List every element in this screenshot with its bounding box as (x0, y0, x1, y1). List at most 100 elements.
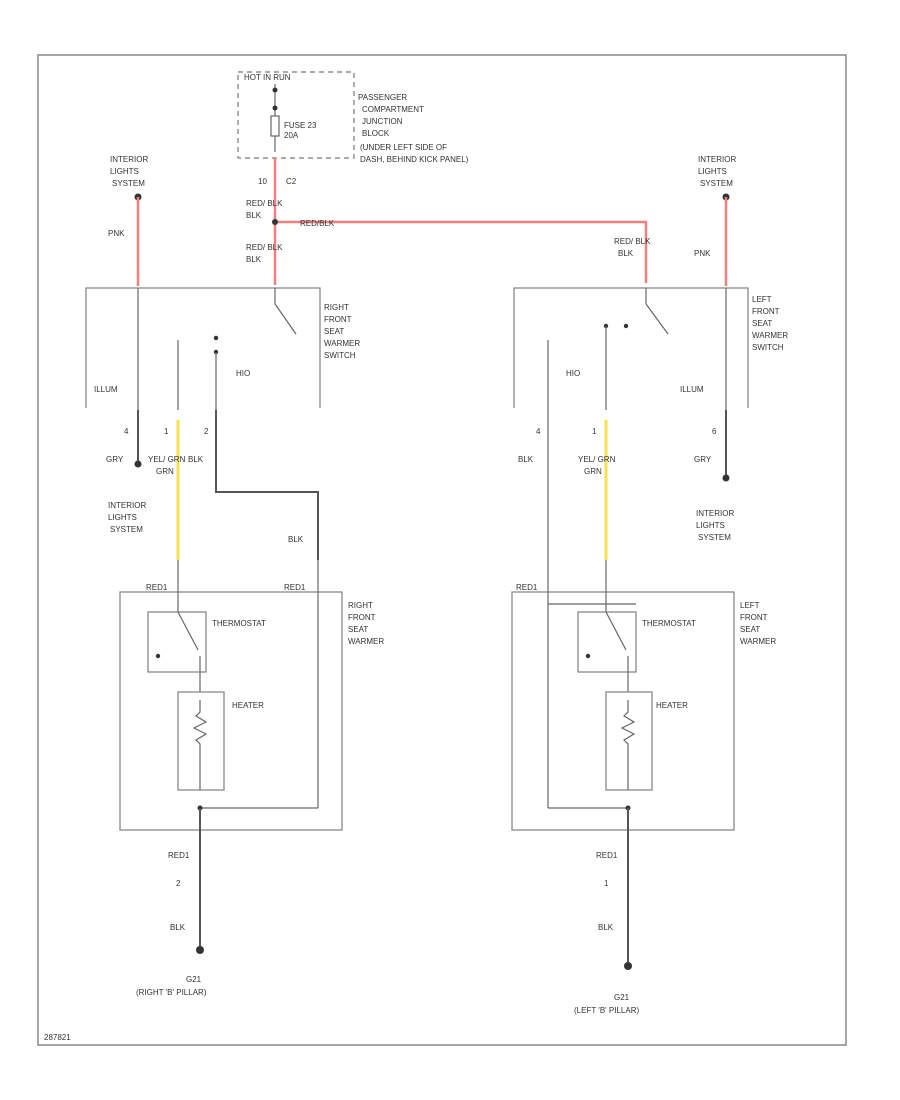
right-switch-name-1: RIGHT (324, 303, 349, 312)
left-pnk-label: PNK (694, 249, 711, 258)
fuse-block-desc-6: DASH, BEHIND KICK PANEL) (360, 155, 469, 164)
right-gry-label: GRY (106, 455, 124, 464)
left-gry-terminal (722, 474, 730, 482)
left-lights-top-1: INTERIOR (698, 155, 736, 164)
left-switch-blade (645, 303, 669, 335)
right-switch-hi-label: HIO (236, 369, 250, 378)
left-switch-pin-3: 6 (712, 427, 717, 436)
right-warmer-conn2: RED1 (284, 583, 306, 592)
right-lights-top-2: LIGHTS (110, 167, 139, 176)
right-heater-element (192, 700, 208, 790)
feed-wires: RED/ BLK BLK RED/BLK RED/ BLK BLK (246, 158, 648, 285)
left-switch-name-4: WARMER (752, 331, 788, 340)
right-pnk-label: PNK (108, 229, 125, 238)
left-thermostat-box (577, 611, 637, 673)
right-warmer-name-4: WARMER (348, 637, 384, 646)
left-switch-contact-hi (623, 323, 629, 329)
right-blk2-label: BLK (288, 535, 304, 544)
right-thermostat-contact (155, 653, 161, 659)
fuse-block-desc-4: BLOCK (362, 129, 390, 138)
right-switch-name-2: FRONT (324, 315, 352, 324)
right-thermostat-box (147, 611, 207, 673)
red-blk-wire-splice-to-left (275, 220, 648, 283)
right-lights-bottom-3: SYSTEM (110, 525, 143, 534)
left-gry-label: GRY (694, 455, 712, 464)
left-heater-box (605, 691, 653, 791)
fuse-label: FUSE 23 (284, 121, 317, 130)
fuse-connector: C2 (286, 177, 297, 186)
right-warmer-name-3: SEAT (348, 625, 368, 634)
right-bot-conn: RED1 (168, 851, 190, 860)
right-lights-top-1: INTERIOR (110, 155, 148, 164)
right-switch-blade (274, 303, 297, 335)
right-blk-wire (215, 410, 319, 560)
left-switch-illum-label: ILLUM (680, 385, 704, 394)
left-switch-pin-1: 4 (536, 427, 541, 436)
left-thermostat-contact (585, 653, 591, 659)
fuse-rating: 20A (284, 131, 299, 140)
fuse-node-mid (272, 105, 278, 111)
fuse-block-desc-2: COMPARTMENT (362, 105, 424, 114)
right-ground-id: G21 (186, 975, 202, 984)
feed-wire-color-1a: RED/ BLK (246, 199, 283, 208)
right-heater-label: HEATER (232, 701, 264, 710)
left-seat-circuit: INTERIOR LIGHTS SYSTEM PNK RED/ BLK BLK … (511, 155, 788, 1015)
splice-node (272, 219, 278, 225)
figure-id: 287821 (44, 1033, 71, 1042)
left-switch-box (513, 287, 749, 408)
left-thermostat-blade (605, 611, 627, 651)
right-switch-pin-2: 1 (164, 427, 169, 436)
fuse-block: HOT IN RUN FUSE 23 20A PASSENGER COMPART… (237, 71, 469, 186)
right-yel-grn-label-1: YEL/ GRN (148, 455, 186, 464)
right-switch-name-4: WARMER (324, 339, 360, 348)
right-warmer-name-1: RIGHT (348, 601, 373, 610)
left-switch-hi-label: HIO (566, 369, 580, 378)
left-lights-bottom-2: LIGHTS (696, 521, 725, 530)
left-switch-name-2: FRONT (752, 307, 780, 316)
left-lights-top-3: SYSTEM (700, 179, 733, 188)
fuse-block-desc-1: PASSENGER (358, 93, 407, 102)
left-warmer-box (511, 591, 735, 831)
fuse-23-symbol (270, 115, 280, 137)
left-bot-conn: RED1 (596, 851, 618, 860)
fuse-pin: 10 (258, 177, 267, 186)
right-thermostat-label: THERMOSTAT (212, 619, 266, 628)
right-lights-bottom-1: INTERIOR (108, 501, 146, 510)
right-blk-label: BLK (188, 455, 204, 464)
left-warmer-name-2: FRONT (740, 613, 768, 622)
left-warmer-name-3: SEAT (740, 625, 760, 634)
feed-wire-color-2b: BLK (246, 255, 262, 264)
feed-wire-color-2a: RED/ BLK (246, 243, 283, 252)
right-switch-pin-1: 4 (124, 427, 129, 436)
right-seat-circuit: INTERIOR LIGHTS SYSTEM PNK RIGHT FRONT S… (85, 155, 384, 997)
left-switch-name-1: LEFT (752, 295, 772, 304)
fuse-block-outline (237, 71, 355, 159)
left-thermostat-label: THERMOSTAT (642, 619, 696, 628)
right-switch-box (85, 287, 321, 408)
left-switch-pin-2: 1 (592, 427, 597, 436)
left-warmer-conn1: RED1 (516, 583, 538, 592)
left-warmer-name-1: LEFT (740, 601, 760, 610)
right-lights-top-3: SYSTEM (112, 179, 145, 188)
fuse-block-header: HOT IN RUN (244, 73, 291, 82)
right-switch-name-5: SWITCH (324, 351, 356, 360)
right-switch-name-3: SEAT (324, 327, 344, 336)
right-heater-box (177, 691, 225, 791)
left-lights-top-2: LIGHTS (698, 167, 727, 176)
left-lights-bottom-1: INTERIOR (696, 509, 734, 518)
right-switch-pin-3: 2 (204, 427, 209, 436)
left-red-blk-label-2: BLK (618, 249, 634, 258)
right-ground-location: (RIGHT 'B' PILLAR) (136, 988, 207, 997)
left-yel-grn-label-1: YEL/ GRN (578, 455, 616, 464)
fuse-block-desc-3: JUNCTION (362, 117, 403, 126)
left-heater-element (620, 700, 636, 790)
right-ground-symbol (196, 946, 204, 954)
right-lights-bottom-2: LIGHTS (108, 513, 137, 522)
right-warmer-conn1: RED1 (146, 583, 168, 592)
right-bot-blk: BLK (170, 923, 186, 932)
right-bot-pin: 2 (176, 879, 181, 888)
left-heater-label: HEATER (656, 701, 688, 710)
left-bot-pin: 1 (604, 879, 609, 888)
right-gry-terminal (134, 460, 142, 468)
right-warmer-name-2: FRONT (348, 613, 376, 622)
